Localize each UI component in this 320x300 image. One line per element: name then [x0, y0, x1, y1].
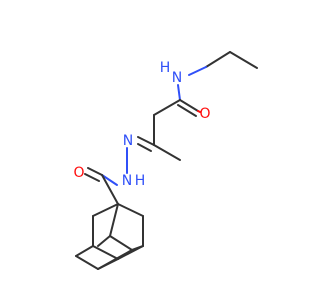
bond-amide-c-to-ch2 — [153, 99, 181, 116]
bond-n-carbonyl — [177, 84, 181, 101]
bond-ad-1 — [92, 203, 119, 217]
molecule-canvas: N H O N N H O — [73, 51, 258, 270]
bond-ad-2 — [117, 203, 144, 217]
bond-amide-co-1-red — [197, 110, 201, 113]
hydrazide-nitrogen-label: N — [122, 173, 132, 189]
bond-c-n-double-1 — [137, 136, 155, 146]
amide-oxygen-label: O — [199, 106, 210, 122]
bond-ad-8 — [75, 245, 94, 257]
bond-ad-6 — [97, 235, 111, 247]
amide-hydrogen-label: H — [160, 60, 171, 76]
bond-ad-11 — [131, 245, 144, 251]
bond-carbonyl-co-1 — [87, 167, 103, 176]
bond-ad-9 — [92, 245, 119, 260]
hydrazone-nitrogen-label: N — [123, 133, 133, 149]
bond-amide-co-2 — [177, 104, 197, 117]
bond-ad-3 — [109, 203, 119, 237]
bond-c-n-double-2 — [137, 143, 152, 152]
structure-drawing: N H O N N H O — [73, 51, 258, 270]
bond-amide-co-1 — [179, 99, 199, 112]
bond-propyl-c3-c2 — [229, 51, 258, 69]
bond-ad-12 — [75, 255, 99, 270]
bond-ad-7 — [109, 235, 133, 251]
bond-nh-carbonyl — [101, 174, 118, 186]
carbonyl-oxygen-label: O — [73, 165, 84, 181]
bond-c-methyl — [153, 144, 181, 161]
bond-carbonyl-co-2 — [84, 173, 100, 182]
bond-propyl-c2-c1 — [205, 51, 231, 68]
amide-nitrogen-label: N — [172, 70, 182, 86]
bond-ad-14 — [97, 249, 133, 270]
hydrazide-hydrogen-label: H — [135, 173, 146, 189]
bond-carbonyl-adamantane — [101, 174, 119, 205]
bond-propyl-c1-n — [188, 66, 207, 76]
